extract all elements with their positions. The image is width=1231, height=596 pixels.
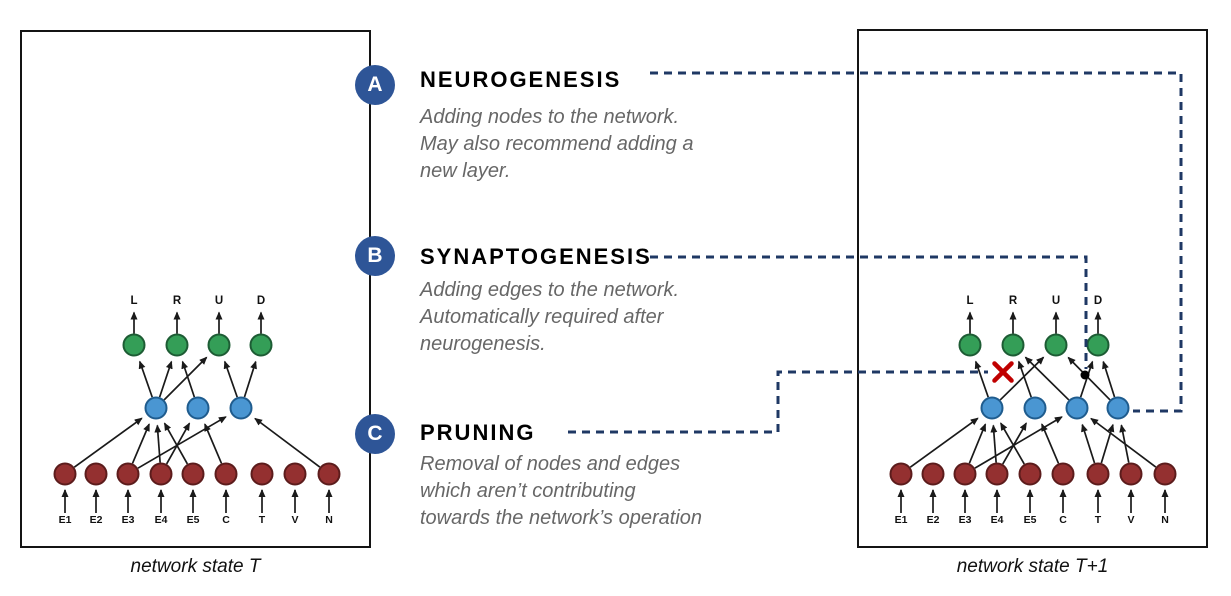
description-line: Removal of nodes and edges: [420, 453, 681, 475]
description-line: Automatically required after: [420, 306, 664, 328]
badge-c-letter: C: [367, 422, 383, 445]
badge-b: B: [355, 236, 395, 276]
neurogenesis-description: Adding nodes to the network. May also re…: [420, 104, 693, 185]
description-line: Adding edges to the network.: [420, 279, 680, 301]
neurogenesis-title: NEUROGENESIS: [420, 67, 622, 92]
badge-c: C: [355, 414, 395, 454]
synaptogenesis-title: SYNAPTOGENESIS: [420, 244, 652, 269]
description-line: Adding nodes to the network.: [420, 106, 680, 128]
description-line: towards the network’s operation: [420, 507, 703, 529]
badge-a-letter: A: [367, 73, 383, 96]
description-line: neurogenesis.: [420, 333, 546, 355]
badge-b-letter: B: [367, 244, 383, 267]
caption-network-state-t: network state T: [130, 556, 261, 577]
badge-a: A: [355, 65, 395, 105]
network-box-state-t: [20, 30, 371, 548]
network-box-state-t-plus-1: [857, 29, 1208, 548]
synaptogenesis-description: Adding edges to the network. Automatical…: [420, 277, 679, 358]
description-line: May also recommend adding a: [420, 133, 694, 155]
pruning-description: Removal of nodes and edges which aren’t …: [420, 451, 702, 532]
pruning-title: PRUNING: [420, 420, 536, 445]
description-line: which aren’t contributing: [420, 480, 636, 502]
caption-network-state-t-plus-1: network state T+1: [956, 556, 1109, 577]
description-line: new layer.: [420, 160, 511, 182]
